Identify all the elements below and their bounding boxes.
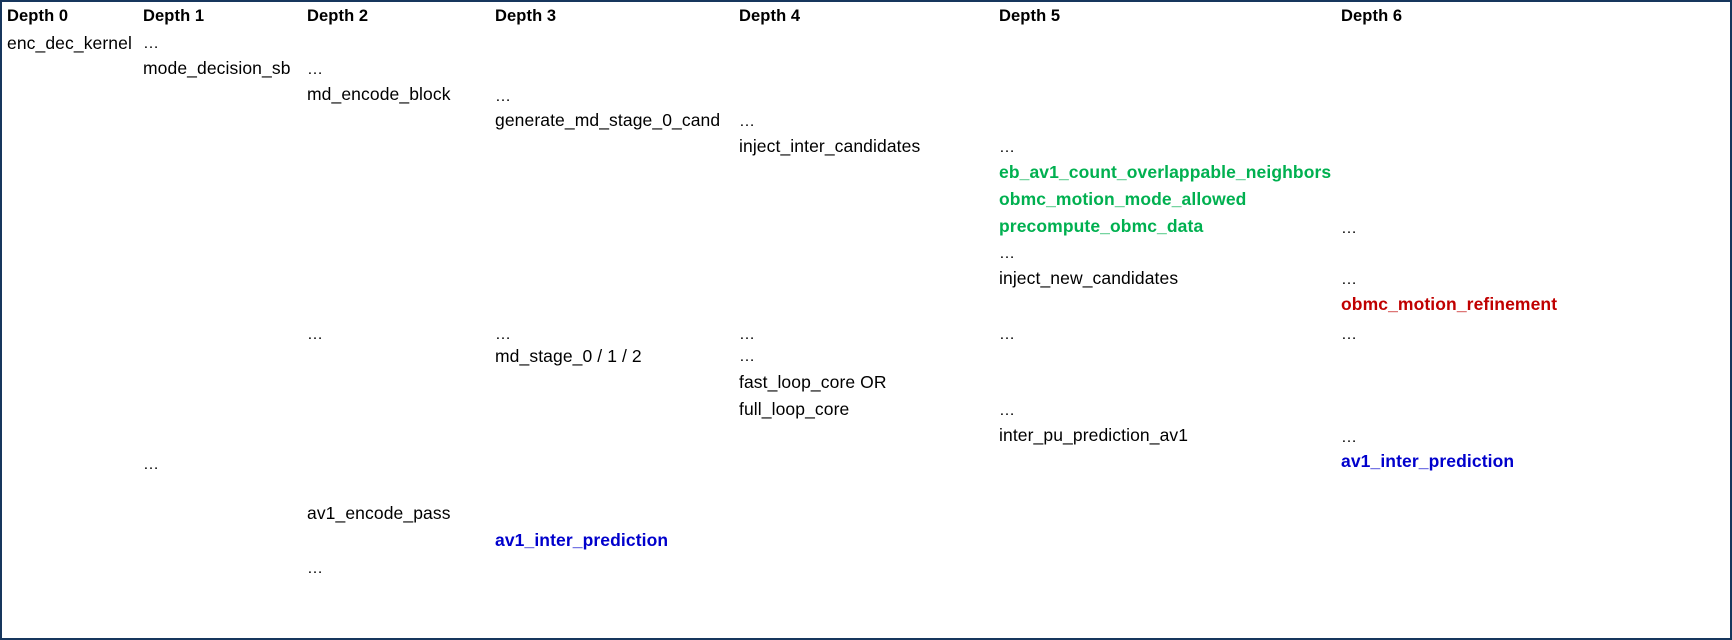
- ellipsis-marker: …: [495, 326, 512, 343]
- ellipsis-marker: …: [307, 61, 324, 78]
- ellipsis-marker: …: [495, 88, 512, 105]
- ellipsis-marker: …: [1341, 220, 1358, 237]
- ellipsis-marker: …: [307, 326, 324, 343]
- function-entry-depth4-5: full_loop_core: [739, 399, 850, 419]
- function-entry-depth5-2: obmc_motion_mode_allowed: [999, 189, 1247, 209]
- ellipsis-marker: …: [143, 456, 160, 473]
- ellipsis-marker: …: [1341, 271, 1358, 288]
- function-entry-depth5-3: precompute_obmc_data: [999, 216, 1204, 236]
- function-entry-depth3-3: md_stage_0 / 1 / 2: [495, 346, 642, 366]
- function-entry-depth0-0: enc_dec_kernel: [7, 33, 132, 53]
- function-entry-depth3-1: generate_md_stage_0_cand: [495, 110, 721, 130]
- function-entry-depth4-1: inject_inter_candidates: [739, 136, 921, 156]
- ellipsis-marker: …: [739, 326, 756, 343]
- ellipsis-marker: …: [999, 326, 1016, 343]
- function-entry-depth4-4: fast_loop_core OR: [739, 372, 887, 392]
- column-header-depth6: Depth 6: [1341, 7, 1403, 25]
- ellipsis-marker: …: [1341, 326, 1358, 343]
- function-entry-depth5-1: eb_av1_count_overlappable_neighbors: [999, 162, 1332, 182]
- ellipsis-marker: …: [1341, 429, 1358, 446]
- function-entry-depth3-4: av1_inter_prediction: [495, 530, 669, 550]
- function-entry-depth1-1: mode_decision_sb: [143, 58, 291, 78]
- column-header-depth5: Depth 5: [999, 7, 1061, 25]
- ellipsis-marker: …: [739, 348, 756, 365]
- ellipsis-marker: …: [143, 35, 160, 52]
- column-header-depth3: Depth 3: [495, 7, 557, 25]
- column-header-depth0: Depth 0: [7, 7, 69, 25]
- ellipsis-marker: …: [999, 402, 1016, 419]
- function-entry-depth2-3: av1_encode_pass: [307, 503, 451, 523]
- function-entry-depth2-1: md_encode_block: [307, 84, 451, 104]
- function-entry-depth6-2: obmc_motion_refinement: [1341, 294, 1558, 314]
- function-entry-depth6-5: av1_inter_prediction: [1341, 451, 1515, 471]
- function-entry-depth5-8: inter_pu_prediction_av1: [999, 425, 1189, 445]
- ellipsis-marker: …: [307, 560, 324, 577]
- column-header-depth4: Depth 4: [739, 7, 801, 25]
- column-header-depth1: Depth 1: [143, 7, 205, 25]
- ellipsis-marker: …: [999, 245, 1016, 262]
- function-entry-depth5-5: inject_new_candidates: [999, 268, 1179, 288]
- ellipsis-marker: …: [739, 113, 756, 130]
- column-header-depth2: Depth 2: [307, 7, 369, 25]
- ellipsis-marker: …: [999, 139, 1016, 156]
